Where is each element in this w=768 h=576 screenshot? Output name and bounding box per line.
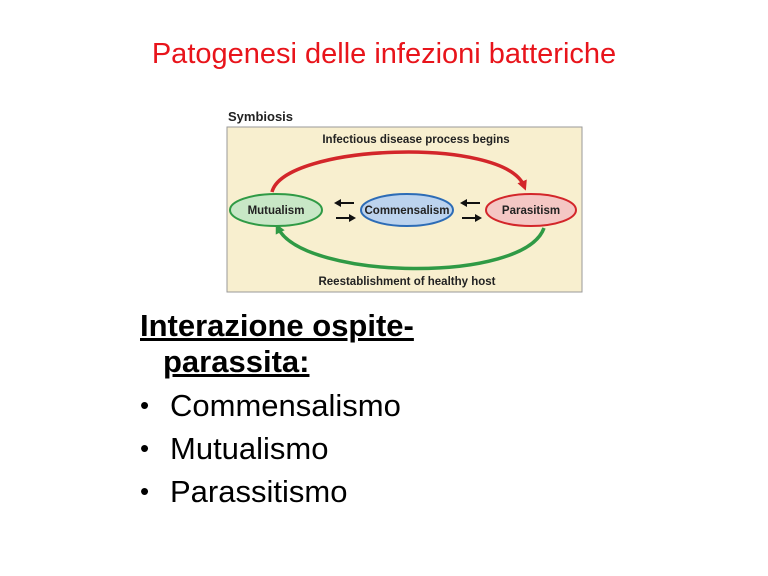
slide-title: Patogenesi delle infezioni batteriche xyxy=(151,38,617,70)
list-item: • Mutualismo xyxy=(140,427,740,470)
bullet-text: Mutualismo xyxy=(170,431,329,466)
arrow-left-icon xyxy=(334,199,354,207)
heading-line-1: Interazione ospite- xyxy=(140,308,414,343)
right-exchange-arrows xyxy=(460,199,482,222)
bullet-icon: • xyxy=(140,476,150,506)
list-item: • Parassitismo xyxy=(140,470,740,513)
bullet-text: Commensalismo xyxy=(170,388,401,423)
top-curved-arrow xyxy=(270,150,527,193)
commensalism-label: Commensalism xyxy=(364,205,449,217)
bullet-icon: • xyxy=(140,390,150,420)
parasitism-label: Parasitism xyxy=(502,205,560,217)
bullet-text: Parassitismo xyxy=(170,474,348,509)
panel-title: Symbiosis xyxy=(228,109,293,124)
symbiosis-diagram: Symbiosis Infectious disease process beg… xyxy=(224,104,588,294)
arrow-right-icon xyxy=(336,214,356,222)
list-item: • Commensalismo xyxy=(140,384,740,427)
left-exchange-arrows xyxy=(334,199,356,222)
bottom-arrow-label: Reestablishment of healthy host xyxy=(318,276,495,288)
commensalism-node xyxy=(360,193,454,227)
section-heading: Interazione ospite- parassita: xyxy=(140,308,740,380)
arrow-right-icon xyxy=(462,214,482,222)
body-text: Interazione ospite- parassita: • Commens… xyxy=(140,308,740,513)
bullet-list: • Commensalismo • Mutualismo • Parassiti… xyxy=(140,384,740,513)
bottom-curved-arrow xyxy=(275,223,546,271)
mutualism-label: Mutualism xyxy=(248,205,305,217)
symbiosis-diagram-svg: Symbiosis Infectious disease process beg… xyxy=(226,109,583,293)
mutualism-node xyxy=(229,193,323,227)
arrow-left-icon xyxy=(460,199,480,207)
heading-line-2: parassita: xyxy=(163,344,310,379)
parasitism-node xyxy=(485,193,577,227)
top-arrow-label: Infectious disease process begins xyxy=(322,134,509,146)
bullet-icon: • xyxy=(140,433,150,463)
